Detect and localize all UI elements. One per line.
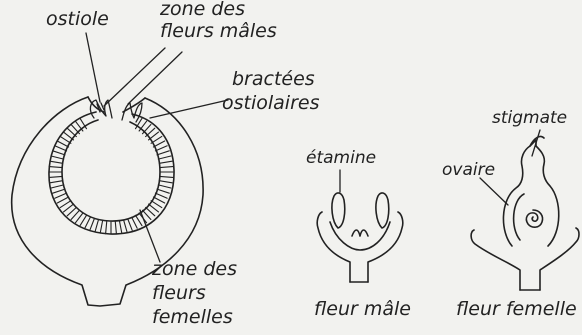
- hatch-line: [55, 146, 67, 151]
- hatch-line: [160, 176, 173, 177]
- hatch-line: [157, 151, 169, 155]
- fig-flower-hatching: [49, 118, 173, 234]
- hatch-line: [75, 121, 83, 131]
- hatch-line: [159, 161, 172, 163]
- hatch-line: [128, 219, 132, 230]
- hatch-line: [85, 217, 91, 228]
- hatch-line: [120, 221, 122, 233]
- caption-fleur-femelle: fleur femelle: [456, 298, 577, 320]
- hatch-line: [124, 220, 127, 232]
- hatch-line: [60, 201, 71, 208]
- label-ovaire: ovaire: [442, 160, 495, 180]
- label-zone-femelles-2: fleurs: [152, 282, 206, 304]
- hatch-line: [49, 176, 62, 177]
- hatch-line: [80, 215, 87, 225]
- hatch-line: [132, 217, 138, 228]
- hatch-line: [136, 215, 143, 225]
- caption-fleur-male: fleur mâle: [314, 298, 411, 320]
- hatch-line: [155, 193, 167, 198]
- hatch-line: [53, 151, 65, 155]
- hatch-line: [53, 189, 65, 193]
- hatch-line: [159, 181, 172, 183]
- hatch-line: [153, 141, 164, 147]
- hatch-line: [160, 167, 173, 168]
- hatch-line: [153, 197, 164, 203]
- label-bractees-1: bractées: [232, 68, 315, 90]
- ostiolar-bracts: [90, 100, 142, 122]
- hatch-line: [50, 161, 63, 163]
- hatch-line: [151, 201, 162, 208]
- hatch-line: [151, 136, 162, 143]
- hatch-line: [95, 220, 98, 232]
- hatch-line: [51, 156, 64, 159]
- hatch-line: [106, 222, 107, 234]
- hatch-line: [158, 156, 171, 159]
- hatch-line: [158, 185, 171, 188]
- hatch-line: [90, 219, 94, 230]
- label-zone-femelles-3: femelles: [152, 306, 233, 328]
- label-bractees-2: ostiolaires: [222, 92, 319, 114]
- hatch-line: [155, 146, 167, 151]
- label-etamine: étamine: [306, 148, 376, 168]
- hatch-line: [100, 221, 102, 233]
- hatch-line: [51, 185, 64, 188]
- label-zone-males-2: fleurs mâles: [160, 20, 277, 42]
- hatch-line: [60, 136, 71, 143]
- hatch-line: [115, 222, 116, 234]
- hatch-line: [57, 141, 68, 147]
- hatch-line: [49, 167, 62, 168]
- label-zone-femelles-1: zone des: [152, 258, 237, 280]
- hatch-line: [75, 213, 83, 223]
- hatch-line: [55, 193, 67, 198]
- label-zone-males-1: zone des: [160, 0, 245, 20]
- hatch-line: [57, 197, 68, 203]
- hatch-line: [50, 181, 63, 183]
- label-stigmate: stigmate: [492, 108, 567, 128]
- hatch-line: [157, 189, 169, 193]
- label-ostiole: ostiole: [46, 8, 109, 30]
- male-flower-drawing: [317, 193, 403, 282]
